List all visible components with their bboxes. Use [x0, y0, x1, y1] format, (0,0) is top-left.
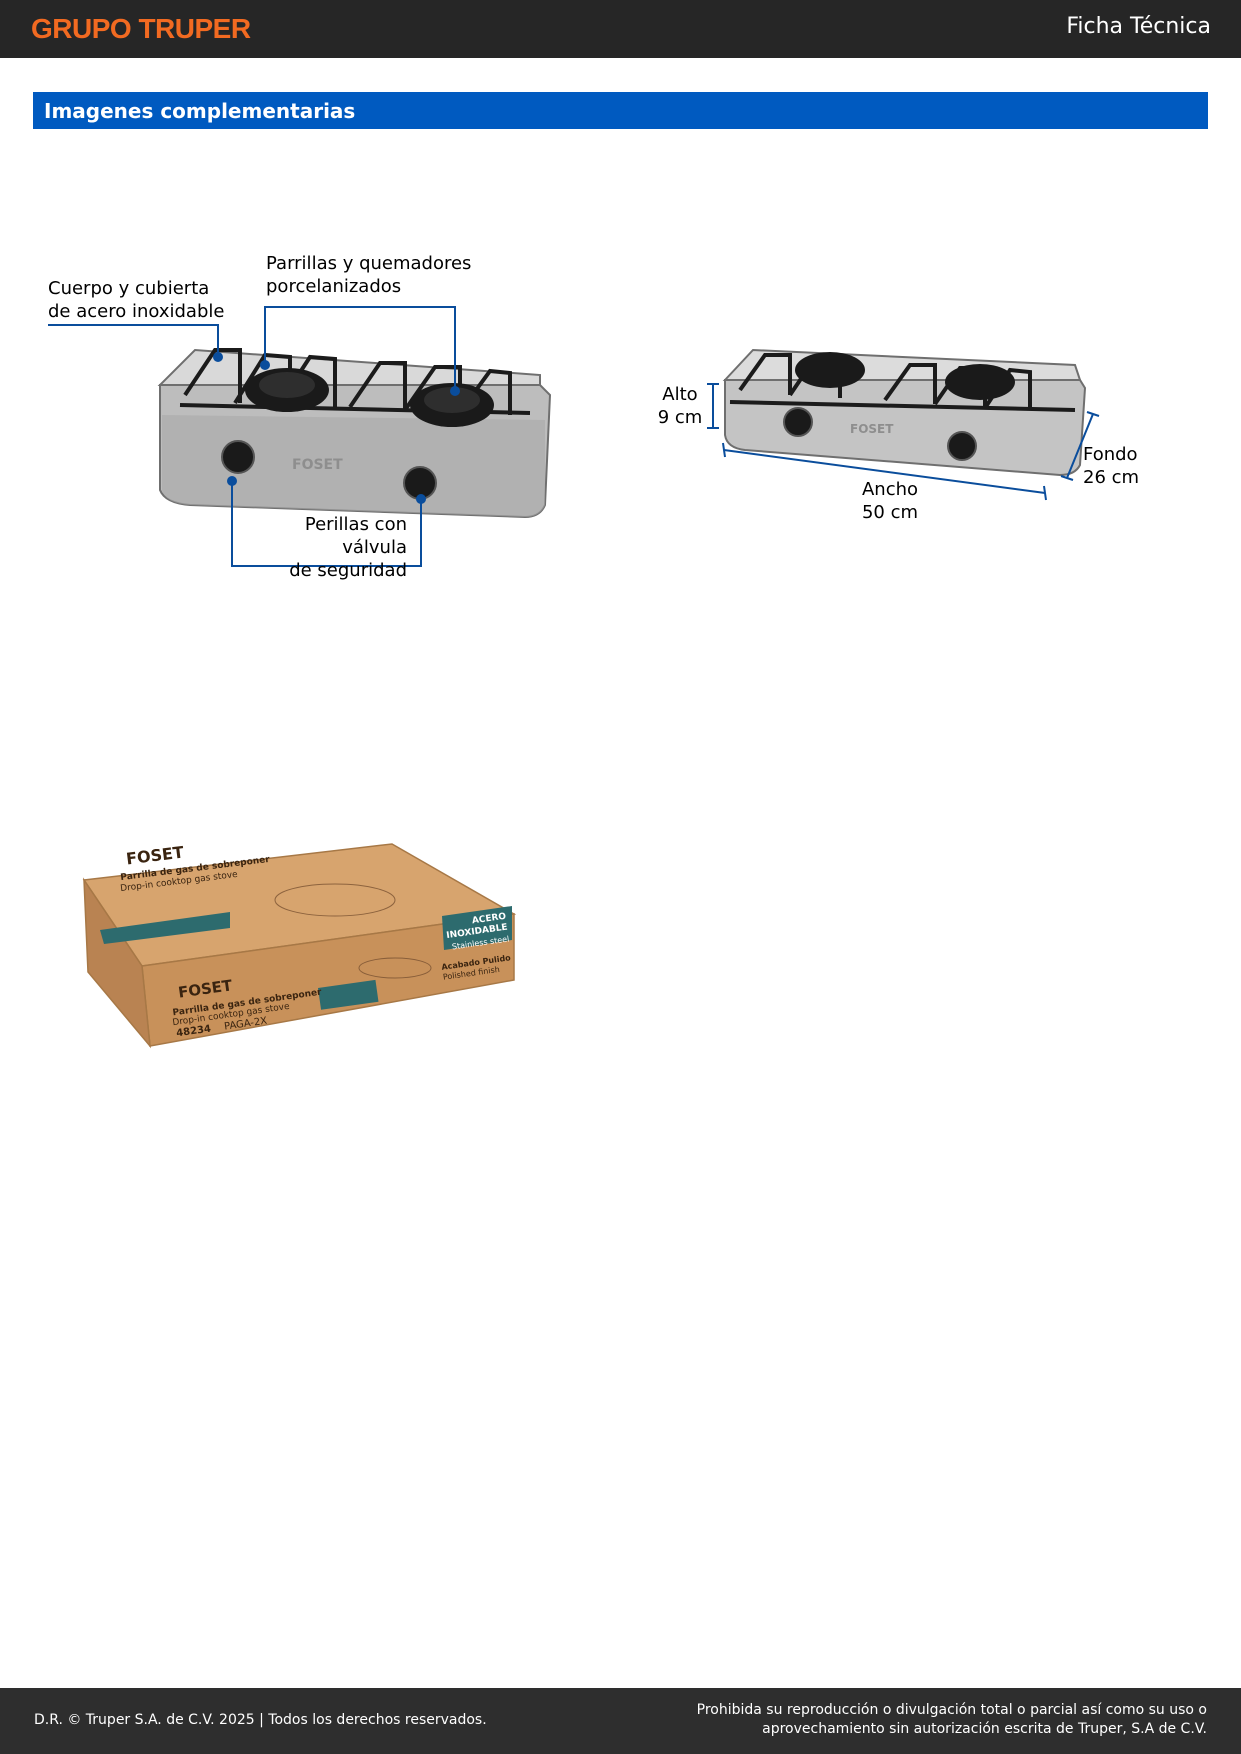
- callout-knobs: Perillas con válvula de seguridad: [289, 514, 407, 581]
- dimension-height: Alto 9 cm: [657, 384, 703, 428]
- stove-brand-label: FOSET: [850, 422, 894, 436]
- brand-logo: GRUPO TRUPER: [31, 13, 251, 44]
- dimension-depth: Fondo 26 cm: [1083, 444, 1140, 488]
- knob-left: [221, 440, 255, 474]
- figure-dimensions: FOSET Alto 9 cm Ancho 50 cm Fondo 26 cm: [655, 310, 1155, 540]
- stove-front: [162, 415, 545, 517]
- copyright-text: D.R. © Truper S.A. de C.V. 2025 | Todos …: [34, 1712, 487, 1728]
- figure-features: FOSET Cuerpo y cubierta de acero inoxida…: [40, 245, 570, 581]
- figure-packaging: FOSET Parrilla de gas de sobreponer Drop…: [80, 840, 520, 1050]
- stove-dimensions-image: [707, 348, 1100, 501]
- legal-notice: Prohibida su reproducción o divulgación …: [696, 1702, 1207, 1737]
- stove-features-image: [48, 306, 552, 567]
- box-image: [82, 843, 517, 1049]
- section-header: Imagenes complementarias: [33, 92, 1208, 129]
- page-footer: D.R. © Truper S.A. de C.V. 2025 | Todos …: [0, 1688, 1241, 1754]
- page-title: Ficha Técnica: [1066, 14, 1211, 39]
- callout-grates: Parrillas y quemadores porcelanizados: [266, 253, 472, 297]
- stove-brand-label: FOSET: [292, 457, 343, 473]
- callout-body: Cuerpo y cubierta de acero inoxidable: [48, 278, 225, 322]
- page-header: GRUPO TRUPER Ficha Técnica: [0, 0, 1241, 58]
- dimension-width: Ancho 50 cm: [861, 479, 919, 523]
- section-title: Imagenes complementarias: [44, 99, 356, 123]
